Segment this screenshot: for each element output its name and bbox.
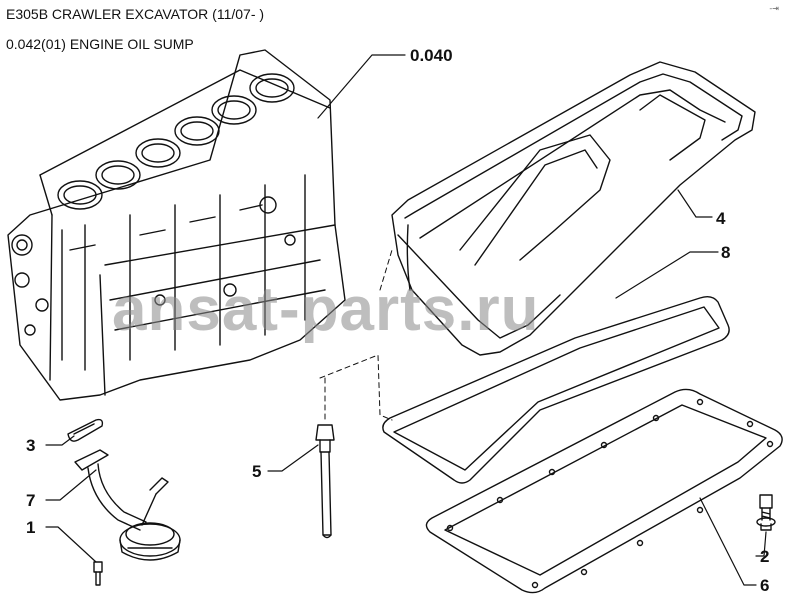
pickup-gasket <box>67 418 104 442</box>
callout-5: 5 <box>252 462 261 481</box>
callout-1: 1 <box>26 518 35 537</box>
screw-part-1 <box>93 561 103 586</box>
oil-pickup-tube <box>74 449 181 561</box>
oil-sump <box>391 61 756 356</box>
corner-mark: -⇥ <box>769 4 779 13</box>
leader-lines <box>45 54 767 586</box>
callout-7: 7 <box>26 491 35 510</box>
callout-2: 2 <box>760 547 769 566</box>
callout-8: 8 <box>721 243 730 262</box>
assembly-guide-lines <box>319 249 393 421</box>
callout-3: 3 <box>26 436 35 455</box>
callout-0-040: 0.040 <box>410 46 453 65</box>
engine-block <box>7 49 346 401</box>
page-subtitle: 0.042(01) ENGINE OIL SUMP <box>6 36 194 52</box>
callout-6: 6 <box>760 576 769 595</box>
callout-4: 4 <box>716 209 726 228</box>
sump-plate <box>425 388 783 594</box>
watermark-text: ansat-parts.ru <box>112 275 539 344</box>
bolt-part-2 <box>756 494 776 531</box>
dipstick-tube <box>315 424 335 539</box>
page-title: E305B CRAWLER EXCAVATOR (11/07- ) <box>6 6 265 22</box>
gasket <box>382 295 730 484</box>
